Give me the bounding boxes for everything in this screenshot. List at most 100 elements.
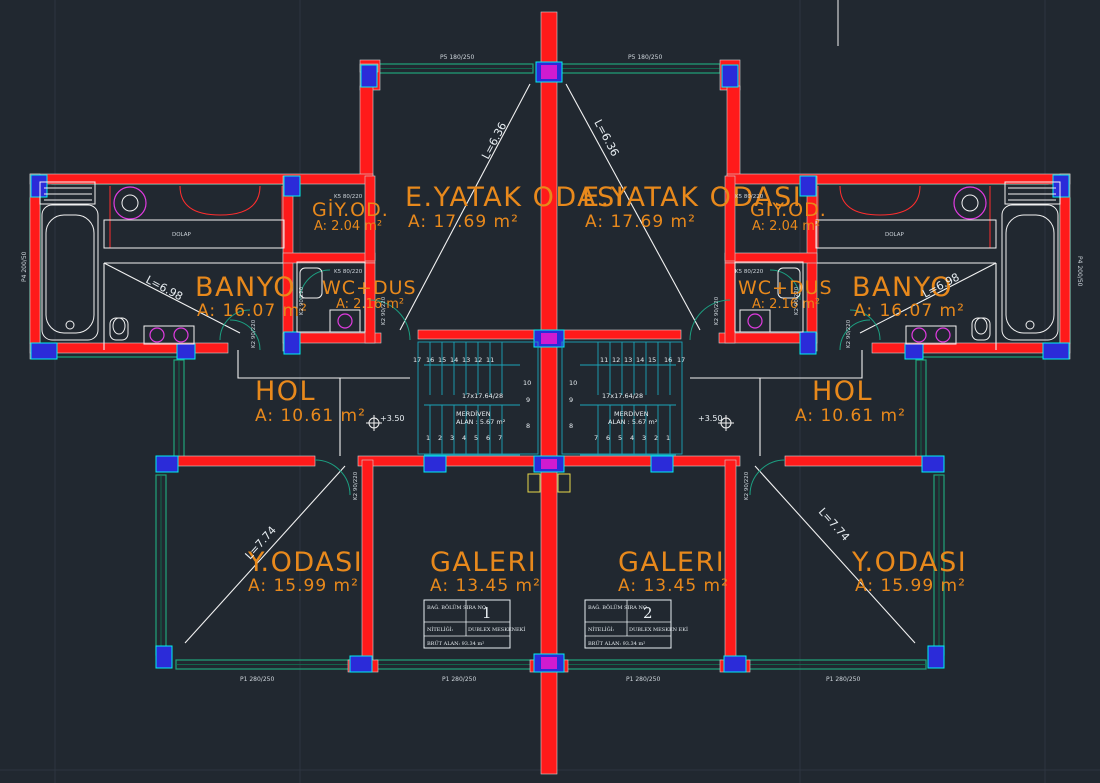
room-area-wc-right: A: 2.16 m² (752, 297, 820, 312)
room-name-e-yatak-left: E.YATAK ODASI (405, 182, 625, 213)
fixtures-right (734, 181, 1061, 345)
door-stubs (527, 473, 571, 493)
svg-text:1: 1 (426, 434, 430, 442)
room-area-e-yatak-right: A: 17.69 m² (585, 212, 696, 232)
room-area-galeri-left: A: 13.45 m² (430, 576, 541, 596)
svg-text:8: 8 (569, 422, 573, 430)
cabinet-label-left: DOLAP (172, 232, 192, 238)
svg-text:DUBLEX MESKEN EKİ: DUBLEX MESKEN EKİ (629, 626, 688, 633)
room-name-banyo-left: BANYO (195, 272, 296, 303)
svg-text:DUBLEX MESKENEKİ: DUBLEX MESKENEKİ (468, 626, 525, 633)
diag-label-l774-right: L=7.74 (816, 505, 852, 543)
svg-text:BRÜT ALAN: 93.34 m²: BRÜT ALAN: 93.34 m² (427, 640, 484, 647)
door-label-k5-wc-right: K5 80/220 (735, 269, 764, 275)
svg-text:7: 7 (498, 434, 502, 442)
door-label-k2-f: K2 90/220 (744, 471, 750, 500)
door-label-k2-d: K2 90/220 (846, 319, 852, 348)
stair-right-numbers: 11 12 13 14 15 16 17 7 6 5 4 3 2 1 10 9 … (569, 356, 685, 442)
cabinet-label-right: DOLAP (885, 232, 905, 238)
diagonals (103, 83, 997, 644)
room-area-giy-right: A: 2.04 m² (752, 219, 820, 234)
svg-text:6: 6 (486, 434, 490, 442)
door-label-k5-giy-left: K5 80/220 (334, 194, 363, 200)
svg-text:6: 6 (606, 434, 610, 442)
room-name-galeri-right: GALERI (618, 547, 725, 578)
room-area-y-odasi-left: A: 15.99 m² (248, 576, 359, 596)
svg-text:16: 16 (664, 356, 672, 364)
svg-text:15: 15 (438, 356, 446, 364)
svg-text:NİTELİĞİ:: NİTELİĞİ: (427, 625, 454, 633)
svg-text:5: 5 (618, 434, 622, 442)
door-label-k2-a: K2 90/220 (381, 296, 387, 325)
svg-text:17x17.64/28: 17x17.64/28 (462, 392, 503, 400)
svg-text:17: 17 (413, 356, 421, 364)
level-label-right: +3.50 (698, 414, 723, 423)
room-name-wc-right: WC+DUS (738, 277, 833, 299)
room-name-giy-left: GİY.OD. (312, 198, 389, 221)
svg-text:BAĞ. BÖLÜM SIRA NO:: BAĞ. BÖLÜM SIRA NO: (588, 603, 649, 611)
svg-text:3: 3 (450, 434, 454, 442)
room-name-hol-left: HOL (255, 376, 316, 407)
svg-text:11: 11 (486, 356, 494, 364)
svg-text:12: 12 (474, 356, 482, 364)
svg-text:12: 12 (612, 356, 620, 364)
room-name-wc-left: WC+DUS (322, 277, 417, 299)
window-label-p4-right: P4 200/50 (1076, 256, 1083, 287)
svg-text:8: 8 (526, 422, 530, 430)
window-label-p1-a: P1 280/250 (240, 676, 274, 683)
diag-label-l636-left: L=6.36 (479, 120, 509, 161)
window-label-p4-left: P4 200/50 (21, 251, 28, 282)
svg-text:NİTELİĞİ:: NİTELİĞİ: (588, 625, 615, 633)
room-name-y-odasi-left: Y.ODASI (247, 547, 363, 578)
door-label-k2-e: K2 90/220 (353, 471, 359, 500)
svg-text:7: 7 (594, 434, 598, 442)
svg-text:1: 1 (666, 434, 670, 442)
window-label-p1-d: P1 280/250 (826, 676, 860, 683)
svg-text:10: 10 (569, 379, 577, 387)
door-label-k2-b: K2 90/220 (251, 319, 257, 348)
svg-text:2: 2 (654, 434, 658, 442)
room-area-galeri-right: A: 13.45 m² (618, 576, 729, 596)
svg-text:13: 13 (462, 356, 470, 364)
svg-text:2: 2 (643, 604, 653, 622)
door-label-k2-c: K2 90/220 (714, 296, 720, 325)
room-area-hol-left: A: 10.61 m² (255, 406, 366, 426)
svg-text:16: 16 (426, 356, 434, 364)
info-box-1-text: BAĞ. BÖLÜM SIRA NO: 1 NİTELİĞİ: DUBLEX M… (427, 603, 525, 647)
svg-text:3: 3 (642, 434, 646, 442)
svg-text:17x17.64/28: 17x17.64/28 (602, 392, 643, 400)
room-name-hol-right: HOL (812, 376, 873, 407)
door-label-k2-g: K2 90/220 (299, 286, 305, 315)
svg-text:14: 14 (636, 356, 644, 364)
room-area-banyo-left: A: 16.07 m² (197, 301, 308, 321)
window-label-p1-c: P1 280/250 (626, 676, 660, 683)
svg-text:10: 10 (523, 379, 531, 387)
room-name-giy-right: GİY.OD. (750, 198, 827, 221)
info-box-1 (423, 599, 511, 649)
svg-text:15: 15 (648, 356, 656, 364)
svg-text:MERDİVEN: MERDİVEN (456, 409, 491, 418)
room-area-wc-left: A: 2.16 m² (336, 297, 404, 312)
diag-label-l698-left: L=6.98 (144, 273, 185, 303)
svg-text:1: 1 (482, 604, 492, 622)
stair-left-numbers: 17 16 15 14 13 12 11 1 2 3 4 5 6 7 10 9 … (413, 356, 531, 442)
svg-text:9: 9 (526, 396, 530, 404)
info-box-2 (584, 599, 672, 649)
svg-text:4: 4 (630, 434, 634, 442)
stair-right (561, 341, 683, 456)
window-label-p5-right: P5 180/250 (628, 54, 662, 61)
room-area-y-odasi-right: A: 15.99 m² (855, 576, 966, 596)
svg-text:2: 2 (438, 434, 442, 442)
room-area-e-yatak-left: A: 17.69 m² (408, 212, 519, 232)
room-name-y-odasi-right: Y.ODASI (851, 547, 967, 578)
svg-text:17: 17 (677, 356, 685, 364)
room-name-e-yatak-right: E.YATAK ODASI (582, 182, 802, 213)
window-label-p5-left: P5 180/250 (440, 54, 474, 61)
svg-text:MERDİVEN: MERDİVEN (614, 409, 649, 418)
svg-text:5: 5 (474, 434, 478, 442)
door-label-k2-h: K2 90/220 (794, 286, 800, 315)
room-area-giy-left: A: 2.04 m² (314, 219, 382, 234)
svg-text:ALAN : 5.67 m²: ALAN : 5.67 m² (456, 418, 506, 426)
door-label-k5-giy-right: K5 80/220 (735, 194, 764, 200)
